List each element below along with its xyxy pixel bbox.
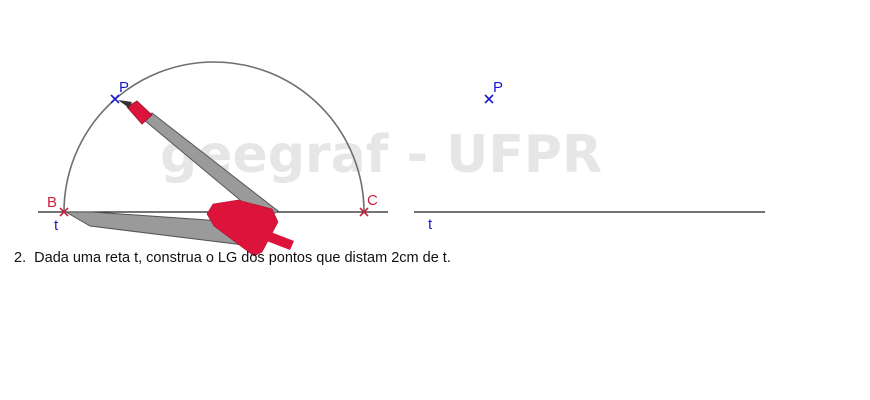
point-b-label: B [47,194,57,211]
compass-pencil-tip [118,100,132,108]
compass-handle [259,229,294,250]
point-p-label: P [119,79,129,96]
question-number: 2. [14,250,27,266]
point-p-marker[interactable] [110,94,120,104]
point-c-marker[interactable] [359,207,369,217]
compass-tool [64,100,294,257]
line-t-right-label: t [428,216,433,233]
point-p-right-label: P [493,79,503,96]
line-t-left-label: t [54,217,59,234]
point-b-marker[interactable] [59,207,69,217]
arc-locus [63,61,365,213]
point-c-label: C [367,192,378,209]
question-text: Dada uma reta t, construa o LG dos ponto… [34,250,451,266]
point-p-right-marker[interactable] [484,94,494,104]
compass-upper-collar [126,100,153,125]
watermark-text: geegraf - UFPR [160,125,602,185]
question-statement: 2. Dada uma reta t, construa o LG dos po… [14,250,451,266]
compass-hinge [206,199,279,257]
